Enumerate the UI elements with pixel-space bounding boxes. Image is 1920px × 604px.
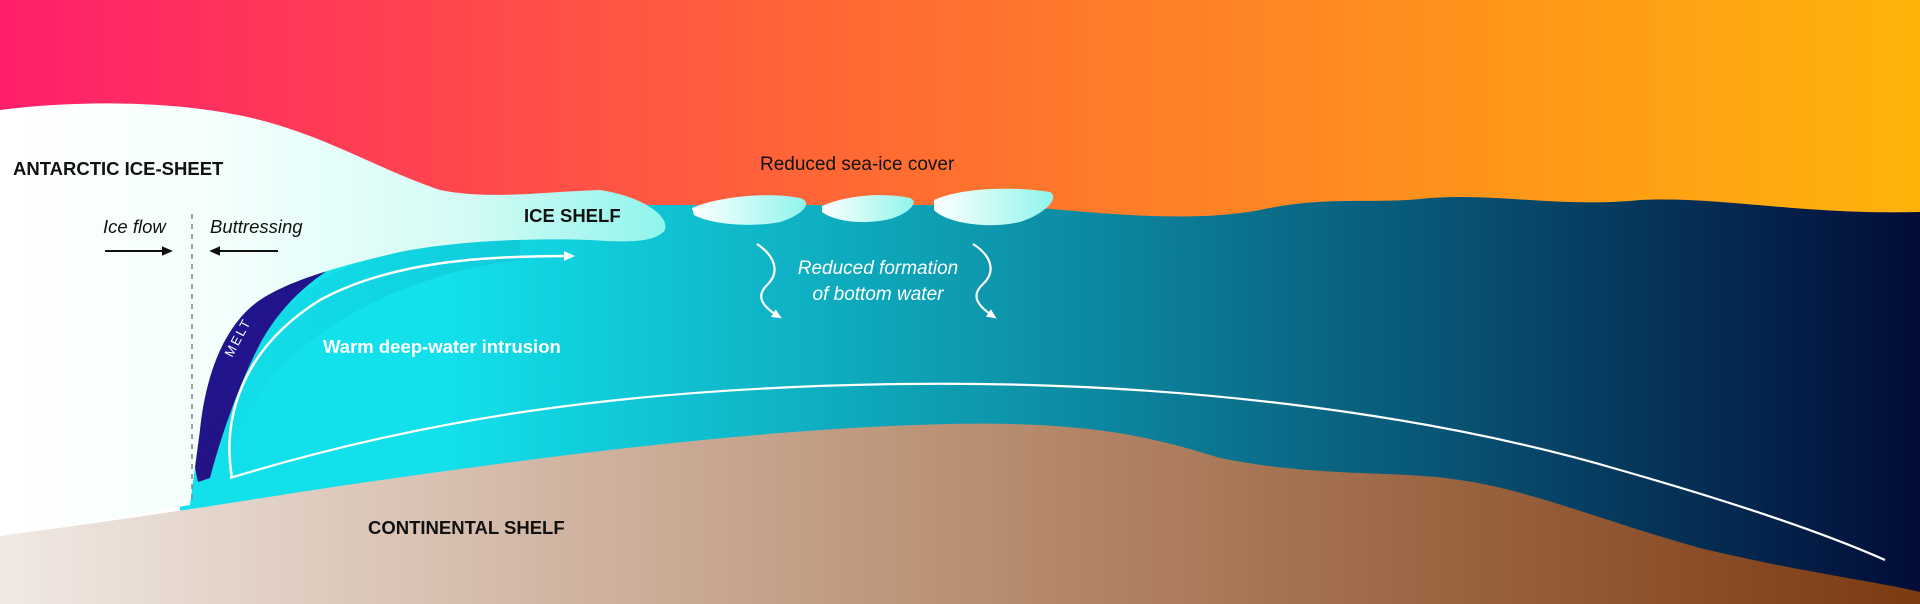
continental-shelf bbox=[0, 423, 1920, 604]
sea-ice-floe-3 bbox=[934, 188, 1054, 226]
sea-ice-label: Reduced sea-ice cover bbox=[760, 154, 955, 175]
warm-water-core bbox=[190, 240, 520, 500]
warm-intrusion-label: Warm deep-water intrusion bbox=[323, 336, 561, 357]
buttressing-label: Buttressing bbox=[210, 216, 303, 237]
bottom-water-arrow-right bbox=[972, 243, 997, 319]
warm-intrusion-arrow bbox=[228, 251, 575, 479]
sea-ice-floe-1 bbox=[692, 195, 807, 225]
ice-shelf-label: ICE SHELF bbox=[524, 205, 621, 226]
bottom-water-arrow-left bbox=[756, 243, 782, 319]
ice-sheet-label: ANTARCTIC ICE-SHEET bbox=[13, 158, 224, 179]
ice-flow-label: Ice flow bbox=[103, 216, 167, 237]
continental-shelf-label: CONTINENTAL SHELF bbox=[368, 517, 565, 538]
deep-water-return-arc bbox=[229, 382, 1886, 562]
sea-ice-floe-2 bbox=[822, 195, 914, 223]
bottom-water-label-line1: Reduced formation bbox=[798, 258, 959, 279]
bottom-water-label-line2: of bottom water bbox=[813, 284, 945, 305]
antarctic-ice-sheet bbox=[0, 103, 666, 536]
